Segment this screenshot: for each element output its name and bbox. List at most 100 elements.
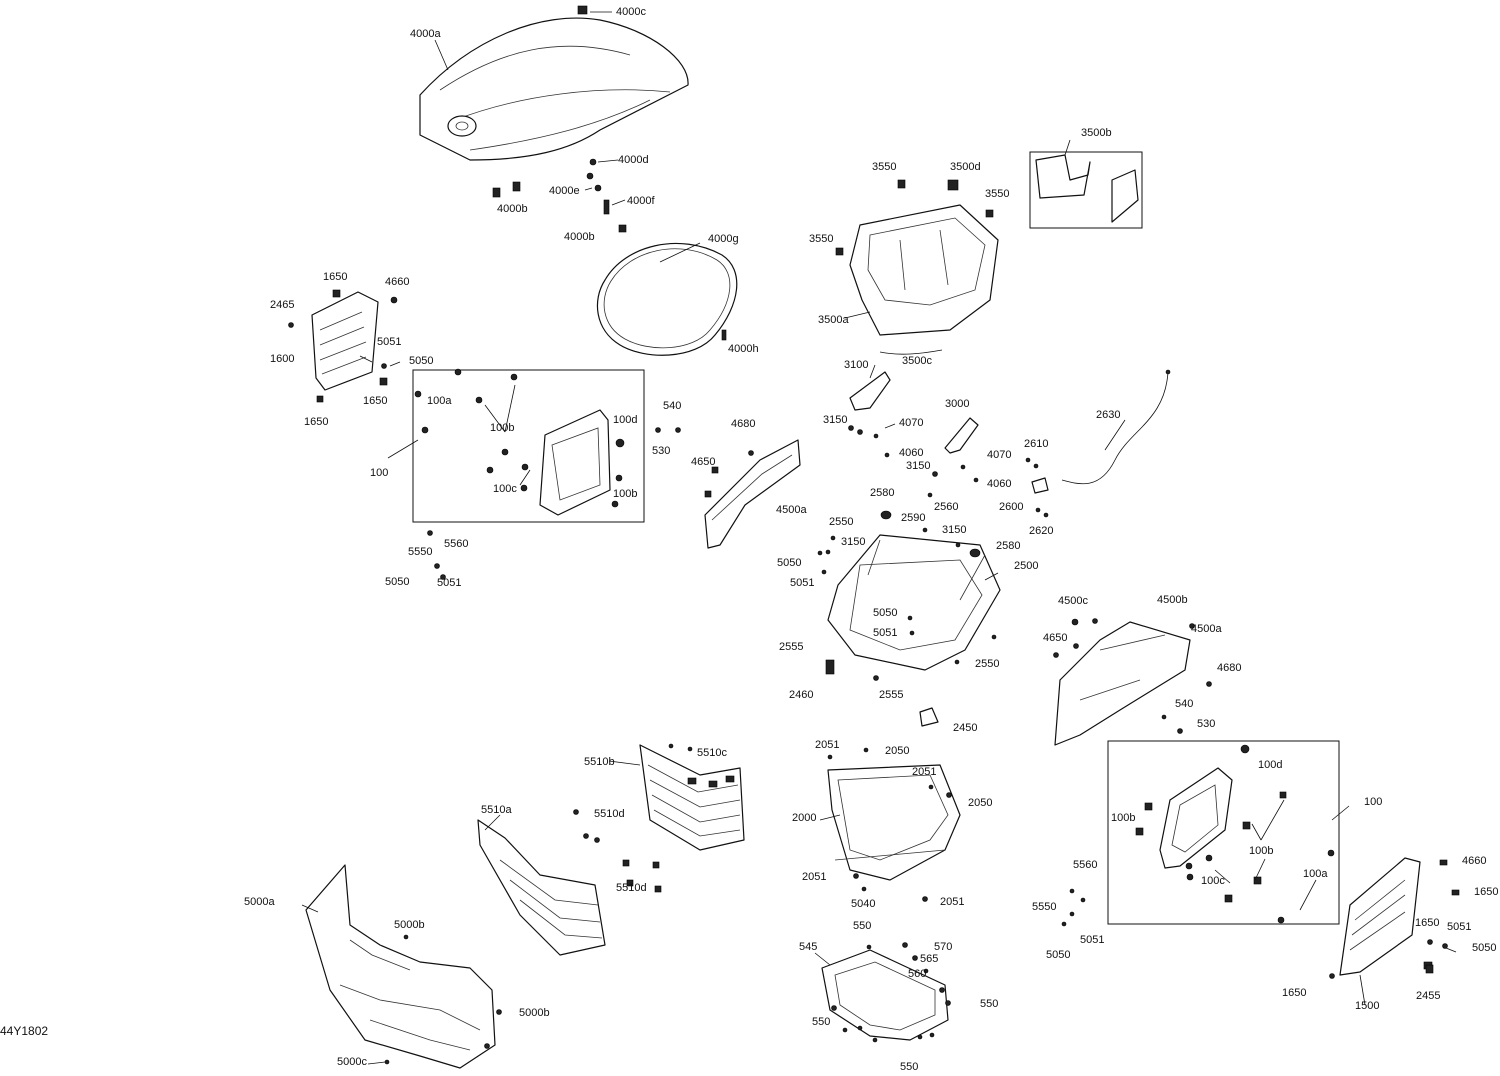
- callout-5050: 5050: [1046, 949, 1070, 961]
- callout-2630: 2630: [1096, 409, 1120, 421]
- callout-3150: 3150: [823, 414, 847, 426]
- callout-4000e: 4000e: [549, 185, 580, 197]
- hardware-2000-fasteners: [827, 747, 952, 902]
- part-4500a-side-panel-right: [1054, 621, 1191, 746]
- part-4000a-seat-cover: [419, 17, 689, 161]
- callout-550: 550: [900, 1061, 918, 1073]
- callout-100a: 100a: [427, 395, 452, 407]
- callout-565: 565: [920, 953, 938, 965]
- hardware-5510: [573, 743, 735, 893]
- callout-5051: 5051: [790, 577, 814, 589]
- part-4000c-nut: [577, 5, 588, 15]
- callout-2550: 2550: [975, 658, 999, 670]
- callout-5560: 5560: [444, 538, 468, 550]
- callout-100c: 100c: [493, 483, 517, 495]
- callout-5050: 5050: [409, 355, 433, 367]
- callout-4500c: 4500c: [1058, 595, 1088, 607]
- callout-1650: 1650: [1415, 917, 1439, 929]
- callout-3150: 3150: [841, 536, 865, 548]
- callout-100d: 100d: [613, 414, 637, 426]
- hardware-3500-fasteners: [835, 179, 994, 256]
- callout-3500a: 3500a: [818, 314, 849, 326]
- callout-4000f: 4000f: [627, 195, 655, 207]
- callout-3000: 3000: [945, 398, 969, 410]
- callout-2050: 2050: [968, 797, 992, 809]
- callout-550: 550: [853, 920, 871, 932]
- callout-5050: 5050: [385, 576, 409, 588]
- callout-3100: 3100: [844, 359, 868, 371]
- hardware-4500a-left: [655, 427, 754, 498]
- callout-5000b: 5000b: [519, 1007, 550, 1019]
- callout-2051: 2051: [802, 871, 826, 883]
- callout-2450: 2450: [953, 722, 977, 734]
- callout-3500c: 3500c: [902, 355, 932, 367]
- callout-540: 540: [663, 400, 681, 412]
- callout-1500: 1500: [1355, 1000, 1379, 1012]
- callout-100d: 100d: [1258, 759, 1282, 771]
- callout-545: 545: [799, 941, 817, 953]
- callout-2620: 2620: [1029, 525, 1053, 537]
- callout-4000d: 4000d: [618, 154, 649, 166]
- callout-4060: 4060: [987, 478, 1011, 490]
- callout-5000c: 5000c: [337, 1056, 367, 1068]
- callout-3550: 3550: [985, 188, 1009, 200]
- part-1500-side-grille: [1339, 857, 1421, 976]
- callout-2560: 2560: [934, 501, 958, 513]
- callout-540: 540: [1175, 698, 1193, 710]
- hardware-2500-fasteners: [817, 492, 997, 681]
- callout-2051: 2051: [940, 896, 964, 908]
- callout-550: 550: [980, 998, 998, 1010]
- hardware-555x-right: [1061, 888, 1086, 927]
- callout-560: 560: [908, 968, 926, 980]
- hardware-1600-fasteners: [288, 289, 398, 403]
- callout-2550: 2550: [829, 516, 853, 528]
- part-3100-bracket: [849, 371, 891, 411]
- callout-5051: 5051: [1080, 934, 1104, 946]
- callout-100: 100: [1364, 796, 1382, 808]
- part-100-panel-left: [539, 409, 611, 516]
- callout-5510a: 5510a: [481, 804, 512, 816]
- callout-4680: 4680: [1217, 662, 1241, 674]
- callout-4660: 4660: [385, 276, 409, 288]
- part-5510b-center-grille: [639, 744, 745, 851]
- hardware-555x-left: [427, 530, 446, 580]
- hardware-100-left: [414, 368, 625, 508]
- callout-5050: 5050: [777, 557, 801, 569]
- part-2000-lower-tray: [827, 764, 961, 881]
- callout-4060: 4060: [899, 447, 923, 459]
- callout-550: 550: [812, 1016, 830, 1028]
- part-100-panel-right: [1159, 767, 1233, 869]
- callout-2600: 2600: [999, 501, 1023, 513]
- part-1600-side-grille: [311, 291, 379, 391]
- callout-100b: 100b: [1249, 845, 1273, 857]
- callout-2460: 2460: [789, 689, 813, 701]
- part-2630-cable: [1061, 369, 1171, 485]
- callout-4660: 4660: [1462, 855, 1486, 867]
- figure-id: 44Y1802: [0, 1024, 48, 1038]
- callout-5051: 5051: [377, 336, 401, 348]
- hardware-3000-3100: [848, 425, 979, 483]
- callout-2580: 2580: [870, 487, 894, 499]
- part-5000a-front-bumper: [305, 864, 496, 1069]
- callout-1650: 1650: [363, 395, 387, 407]
- callout-5000b: 5000b: [394, 919, 425, 931]
- callout-100c: 100c: [1201, 875, 1225, 887]
- hardware-545: [831, 942, 951, 1043]
- callout-5000a: 5000a: [244, 896, 275, 908]
- callout-570: 570: [934, 941, 952, 953]
- part-5510a-side-grille: [477, 819, 606, 956]
- callout-2050: 2050: [885, 745, 909, 757]
- callout-5051: 5051: [437, 577, 461, 589]
- callout-4000a: 4000a: [410, 28, 441, 40]
- leader-3500c: [879, 349, 943, 355]
- hardware-100-right: [1135, 744, 1335, 924]
- inset-box-3500b: [1029, 151, 1143, 229]
- callout-2555: 2555: [879, 689, 903, 701]
- callout-4500a: 4500a: [1191, 623, 1222, 635]
- hardware-4000-fasteners: [492, 158, 627, 233]
- leader-lines: [301, 11, 1457, 1065]
- callout-5510b: 5510b: [584, 756, 615, 768]
- callout-5510c: 5510c: [697, 747, 727, 759]
- callout-2590: 2590: [901, 512, 925, 524]
- callout-2500: 2500: [1014, 560, 1038, 572]
